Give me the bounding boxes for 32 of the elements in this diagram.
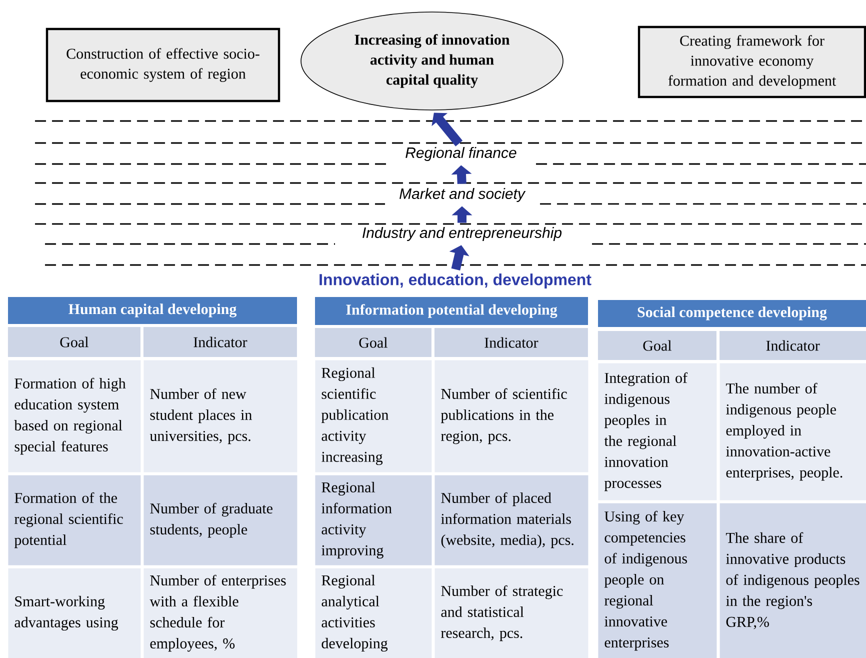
- level-label: Market and society: [400, 188, 526, 202]
- column-heading: Goal: [8, 327, 140, 357]
- table-header: Human capital developing: [8, 297, 297, 324]
- column-heading: Indicator: [720, 331, 866, 360]
- table-cell: Number of graduate students, people: [144, 475, 298, 566]
- table-cell: The share of innovative products of indigenous peoples in the region's GRP,%: [720, 503, 866, 658]
- level-label: Industry and entrepreneurship: [362, 227, 562, 241]
- level-label: Regional finance: [406, 147, 516, 161]
- table-cell: Formation of high education system based on regional special features: [8, 360, 141, 472]
- table-cell: Regional analytical activities developing: [315, 568, 432, 658]
- column-heading: Goal: [314, 328, 432, 357]
- base-label: Innovation, education, development: [320, 274, 592, 288]
- table-cell: The number of indigenous people employed in innovation-active enterprises, people.: [720, 363, 866, 500]
- goal-box: Creating framework for innovative economy formation and development: [638, 26, 866, 98]
- table-cell: Number of enterprises with a flexible schedule for employees, %: [144, 568, 298, 658]
- column-heading: Indicator: [143, 327, 297, 357]
- block-arrow: [432, 112, 463, 146]
- table-cell: Number of new student places in universities, pcs.: [144, 360, 298, 472]
- table-cell: Formation of the regional scientific potential: [8, 475, 141, 566]
- goal-box: Construction of effective socio-economic system of region: [46, 28, 280, 102]
- table-cell: Integration of indigenous peoples in the regional innovation processes: [598, 363, 717, 500]
- table-header: Social competence developing: [598, 300, 866, 327]
- table-cell: Number of placed information materials (website, media), pcs.: [434, 475, 588, 566]
- table-cell: Number of strategic and statistical research, pcs.: [434, 568, 588, 658]
- column-heading: Indicator: [434, 328, 588, 357]
- table-cell: Regional scientific publication activity increasing: [315, 360, 432, 472]
- column-heading: Goal: [598, 331, 716, 360]
- table-cell: Number of scientific publications in the region, pcs.: [434, 360, 588, 472]
- table-header: Information potential developing: [315, 297, 588, 325]
- table-cell: Regional information activity improving: [315, 475, 432, 566]
- table-cell: Using of key competencies of indigenous people on regional innovative enterprises: [598, 503, 717, 658]
- table-cell: Smart-working advantages using: [8, 568, 141, 658]
